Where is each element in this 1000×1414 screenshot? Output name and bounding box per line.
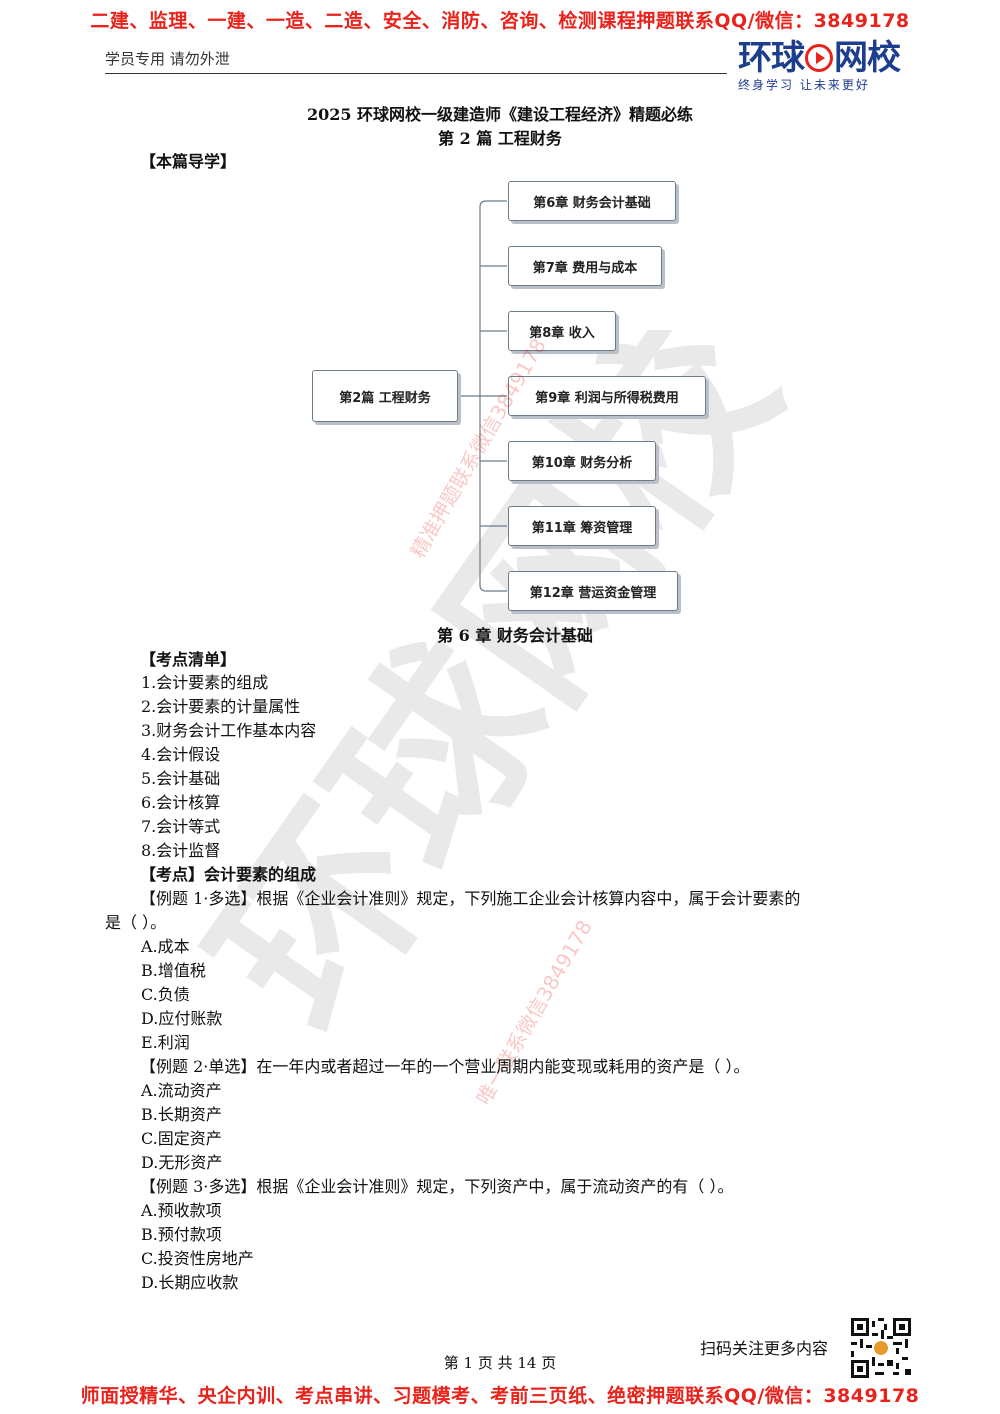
q1-label: 【例题 1·多选】 [140, 889, 257, 908]
qr-caption: 扫码关注更多内容 [700, 1339, 829, 1358]
part-title: 第 2 篇 工程财务 [438, 129, 562, 148]
qr-code-icon[interactable] [851, 1318, 911, 1378]
checklist-item: 5.会计基础 [141, 769, 221, 788]
q3-label: 【例题 3·多选】 [140, 1177, 257, 1196]
q2-option: A.流动资产 [141, 1081, 222, 1100]
watermark-text-2: 唯一联系微信3849178 [471, 915, 597, 1109]
mindmap: 第2篇 工程财务 第6章 财务会计基础 第7章 费用与成本 第8章 收入 第9章… [300, 170, 720, 620]
q3-stem: 【例题 3·多选】根据《企业会计准则》规定，下列资产中，属于流动资产的有（ ）。 [140, 1173, 733, 1197]
mindmap-node-ch9: 第9章 利润与所得税费用 [508, 376, 706, 416]
header-rule [105, 73, 727, 74]
q2-option: B.长期资产 [141, 1105, 222, 1124]
play-icon [805, 43, 833, 72]
guide-label: 【本篇导学】 [140, 152, 237, 171]
q1-option: E.利润 [141, 1033, 190, 1052]
checklist-item: 7.会计等式 [141, 817, 221, 836]
q3-option: D.长期应收款 [141, 1273, 239, 1292]
checklist-label: 【考点清单】 [140, 650, 237, 669]
q3-option: B.预付款项 [141, 1225, 222, 1244]
q1-text: 根据《企业会计准则》规定，下列施工企业会计核算内容中，属于会计要素的 [256, 889, 801, 908]
checklist-item: 2.会计要素的计量属性 [141, 697, 301, 716]
doc-title: 2025 环球网校一级建造师《建设工程经济》精题必练 [306, 105, 694, 124]
q1-stem-cont: 是（ ）。 [105, 913, 167, 932]
q1-option: C.负债 [141, 985, 190, 1004]
logo: 环球网校 终身学习 让未来更好 [738, 38, 918, 96]
checklist-item: 8.会计监督 [141, 841, 221, 860]
checklist-item: 1.会计要素的组成 [141, 673, 269, 692]
logo-slogan: 终身学习 让未来更好 [738, 78, 870, 92]
mindmap-node-ch11: 第11章 筹资管理 [508, 506, 656, 546]
q3-option: A.预收款项 [141, 1201, 222, 1220]
q2-option: C.固定资产 [141, 1129, 222, 1148]
mindmap-root: 第2篇 工程财务 [312, 370, 458, 422]
checklist-item: 4.会计假设 [141, 745, 221, 764]
bottom-banner: 师面授精华、央企内训、考点串讲、习题模考、考前三页纸、绝密押题联系QQ/微信：3… [80, 1385, 920, 1407]
q2-text: 在一年内或者超过一年的一个营业周期内能变现或耗用的资产是（ ）。 [256, 1057, 750, 1076]
q1-option: A.成本 [141, 937, 190, 956]
logo-name-left: 环球 [738, 38, 805, 78]
mindmap-node-ch8: 第8章 收入 [508, 311, 616, 351]
header-left-note: 学员专用 请勿外泄 [105, 50, 230, 68]
mindmap-node-ch6: 第6章 财务会计基础 [508, 181, 676, 221]
mindmap-node-ch12: 第12章 营运资金管理 [508, 571, 678, 611]
q1-option: B.增值税 [141, 961, 206, 980]
q3-option: C.投资性房地产 [141, 1249, 254, 1268]
checklist-item: 6.会计核算 [141, 793, 221, 812]
q1-option: D.应付账款 [141, 1009, 223, 1028]
top-banner: 二建、监理、一建、一造、二造、安全、消防、咨询、检测课程押题联系QQ/微信：38… [90, 10, 910, 32]
q2-label: 【例题 2·单选】 [140, 1057, 257, 1076]
mindmap-node-ch10: 第10章 财务分析 [508, 441, 656, 481]
mindmap-connectors [457, 200, 507, 592]
page-number: 第 1 页 共 14 页 [443, 1354, 557, 1372]
mindmap-node-ch7: 第7章 费用与成本 [508, 246, 662, 286]
q1-stem: 【例题 1·多选】根据《企业会计准则》规定，下列施工企业会计核算内容中，属于会计… [140, 885, 800, 909]
checklist-item: 3.财务会计工作基本内容 [141, 721, 317, 740]
logo-name-right: 网校 [834, 38, 901, 78]
q3-text: 根据《企业会计准则》规定，下列资产中，属于流动资产的有（ ）。 [256, 1177, 734, 1196]
kaodian-label: 【考点】会计要素的组成 [140, 865, 317, 884]
chapter-title: 第 6 章 财务会计基础 [437, 626, 593, 645]
q2-stem: 【例题 2·单选】在一年内或者超过一年的一个营业周期内能变现或耗用的资产是（ ）… [140, 1053, 749, 1077]
q2-option: D.无形资产 [141, 1153, 223, 1172]
